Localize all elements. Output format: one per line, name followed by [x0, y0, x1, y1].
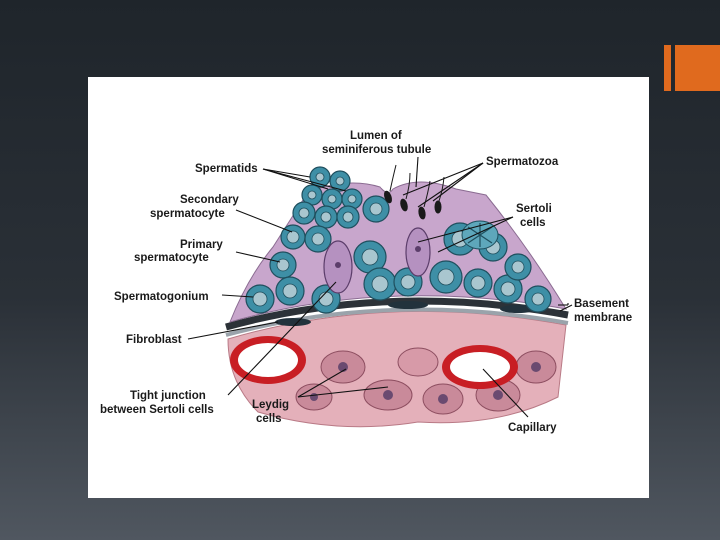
label-sertoli-2: cells: [520, 217, 546, 229]
label-lumen-1: Lumen of: [350, 130, 402, 142]
seminiferous-tubule-diagram: Lumen of seminiferous tubule Spermatids …: [88, 77, 649, 498]
capillary-right: [442, 345, 518, 389]
label-capillary: Capillary: [508, 422, 557, 434]
label-basement-1: Basement: [574, 298, 629, 310]
label-leydig-2: cells: [256, 413, 282, 425]
label-sertoli-1: Sertoli: [516, 203, 552, 215]
label-tight-junction-1: Tight junction: [130, 390, 206, 402]
capillary-left: [230, 336, 306, 384]
label-fibroblast: Fibroblast: [126, 334, 182, 346]
label-primary-2: spermatocyte: [134, 252, 209, 264]
label-basement-2: membrane: [574, 312, 632, 324]
label-spermatids: Spermatids: [195, 163, 258, 175]
label-tight-junction-2: between Sertoli cells: [100, 404, 214, 416]
label-spermatozoa: Spermatozoa: [486, 156, 559, 168]
label-lumen-2: seminiferous tubule: [322, 144, 431, 156]
orange-accent-block: [675, 45, 720, 91]
orange-accent-bar-icon: [664, 45, 671, 91]
label-primary-1: Primary: [180, 239, 223, 251]
slide-panel: Lumen of seminiferous tubule Spermatids …: [88, 77, 649, 498]
label-leydig-1: Leydig: [252, 399, 289, 411]
label-spermatogonium: Spermatogonium: [114, 291, 209, 303]
label-secondary-2: spermatocyte: [150, 208, 225, 220]
label-secondary-1: Secondary: [180, 194, 239, 206]
